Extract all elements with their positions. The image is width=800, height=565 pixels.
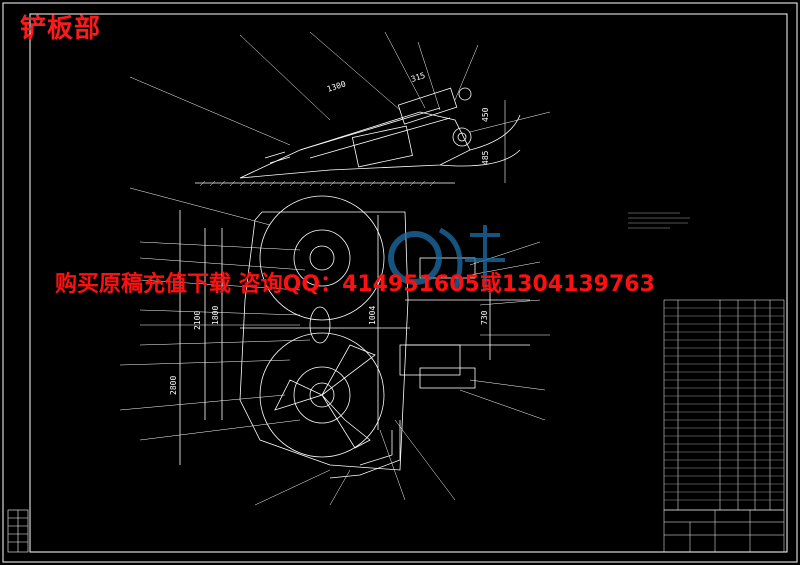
- dim-2800: 2800: [169, 376, 178, 395]
- parts-list-table: [663, 299, 785, 511]
- plan-view: [179, 195, 530, 479]
- purchase-watermark-text: 购买原稿充值下载 咨询QQ：414951605或1304139763: [55, 272, 655, 297]
- drawing-title: 铲板部: [20, 14, 102, 44]
- dim-315: 315: [410, 71, 427, 84]
- revision-block: [7, 509, 29, 553]
- lower-star-wheel: [259, 332, 385, 458]
- dim-485: 485: [481, 150, 490, 165]
- brand-logo-watermark-icon: [388, 225, 505, 291]
- dim-450: 450: [481, 107, 490, 122]
- dim-1800: 1800: [211, 306, 220, 325]
- dim-730: 730: [480, 310, 489, 325]
- technical-notes: [628, 212, 690, 229]
- side-elevation-view: [195, 87, 521, 187]
- inner-frame: [29, 13, 788, 553]
- dim-2100: 2100: [193, 311, 202, 330]
- dim-1300: 1300: [326, 79, 347, 94]
- upper-star-wheel: [259, 195, 385, 321]
- leader-lines: [119, 31, 551, 506]
- dim-1004: 1004: [368, 306, 377, 325]
- title-block: [663, 509, 785, 553]
